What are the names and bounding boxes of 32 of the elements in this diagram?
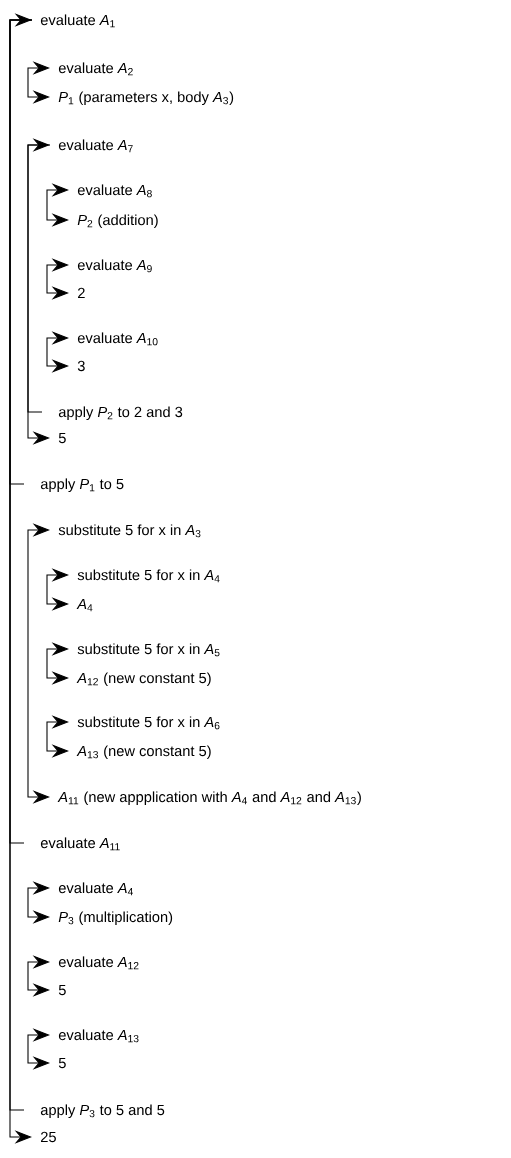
trace-step: A$_{4}$ xyxy=(76,598,93,612)
trace-step: 25 xyxy=(41,1131,56,1143)
trace-step: A$_{13}$ (new constant 5) xyxy=(76,745,211,760)
trace-step: 2 xyxy=(78,287,85,298)
trace-step: A$_{12}$ (new constant 5) xyxy=(76,672,211,687)
trace-step: evaluate A$_{13}$ xyxy=(58,1029,139,1043)
trace-step: apply P$_{3}$ to 5 and 5 xyxy=(40,1104,165,1119)
trace-step: evaluate A$_{8}$ xyxy=(77,184,152,198)
trace-step: substitute 5 for x in A$_{6}$ xyxy=(77,716,220,730)
trace-step: apply P$_{2}$ to 2 and 3 xyxy=(58,406,183,421)
trace-step: evaluate A$_{10}$ xyxy=(77,332,158,346)
trace-step: apply P$_{1}$ to 5 xyxy=(40,478,124,493)
trace-step: evaluate A$_{2}$ xyxy=(58,62,133,76)
trace-step: 3 xyxy=(77,360,85,372)
trace-step: 5 xyxy=(58,432,66,444)
trace-step: evaluate A$_{11}$ xyxy=(40,837,120,851)
trace-step: 5 xyxy=(58,1057,66,1069)
trace-step: substitute 5 for x in A$_{4}$ xyxy=(77,569,220,583)
trace-step: substitute 5 for x in A$_{3}$ xyxy=(58,524,201,538)
bracket-arrow xyxy=(27,61,50,104)
trace-step: 5 xyxy=(58,984,66,996)
trace-step: evaluate A$_{7}$ xyxy=(58,139,133,153)
trace-step: evaluate A$_{12}$ xyxy=(58,956,139,970)
trace-step: evaluate A$_{1}$ xyxy=(40,14,115,28)
trace-step: evaluate A$_{9}$ xyxy=(77,259,152,273)
trace-step: P$_{2}$ (addition) xyxy=(77,214,158,229)
trace-step: P$_{3}$ (multiplication) xyxy=(58,911,173,926)
trace-step: P$_{1}$ (parameters x, body A$_{3}$) xyxy=(58,91,234,106)
tick-line xyxy=(27,144,51,413)
trace-step: A$_{11}$ (new appplication with A$_{4}$ and A$_{12}$ and A$_{13}$) xyxy=(57,791,361,806)
trace-step: substitute 5 for x in A$_{5}$ xyxy=(77,643,220,657)
trace-step: evaluate A$_{4}$ xyxy=(58,882,133,896)
